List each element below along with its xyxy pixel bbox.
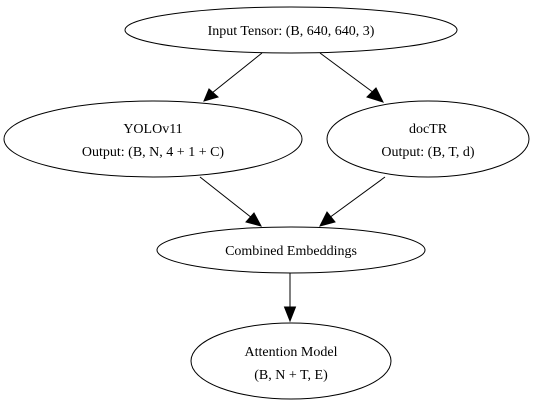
edge-doctr-to-combined — [319, 176, 386, 227]
node-combined-embeddings-shape — [156, 226, 426, 274]
edge-yolo-to-combined — [199, 176, 262, 227]
node-attention-model-title: Attention Model — [245, 345, 338, 360]
edge-input-to-yolo — [203, 52, 263, 102]
node-attention-model-shape — [190, 322, 392, 400]
node-attention-model-shape-label: (B, N + T, E) — [254, 368, 328, 383]
node-combined-embeddings: Combined Embeddings — [156, 226, 426, 274]
node-attention-model: Attention Model (B, N + T, E) — [190, 322, 392, 400]
node-combined-embeddings-label: Combined Embeddings — [225, 244, 357, 259]
node-input-tensor-shape — [124, 6, 458, 54]
node-doctr-output: Output: (B, T, d) — [381, 145, 475, 160]
node-yolov11-title: YOLOv11 — [123, 122, 182, 137]
node-yolov11-output: Output: (B, N, 4 + 1 + C) — [82, 145, 225, 160]
node-doctr: docTR Output: (B, T, d) — [326, 100, 530, 178]
node-input-tensor-label: Input Tensor: (B, 640, 640, 3) — [208, 24, 375, 39]
node-doctr-title: docTR — [409, 122, 448, 137]
node-doctr-shape — [326, 100, 530, 178]
node-yolov11: YOLOv11 Output: (B, N, 4 + 1 + C) — [3, 100, 303, 178]
node-yolov11-shape — [3, 100, 303, 178]
edge-input-to-doctr — [319, 52, 384, 103]
node-input-tensor: Input Tensor: (B, 640, 640, 3) — [124, 6, 458, 54]
edge-combined-to-attention — [283, 273, 297, 323]
